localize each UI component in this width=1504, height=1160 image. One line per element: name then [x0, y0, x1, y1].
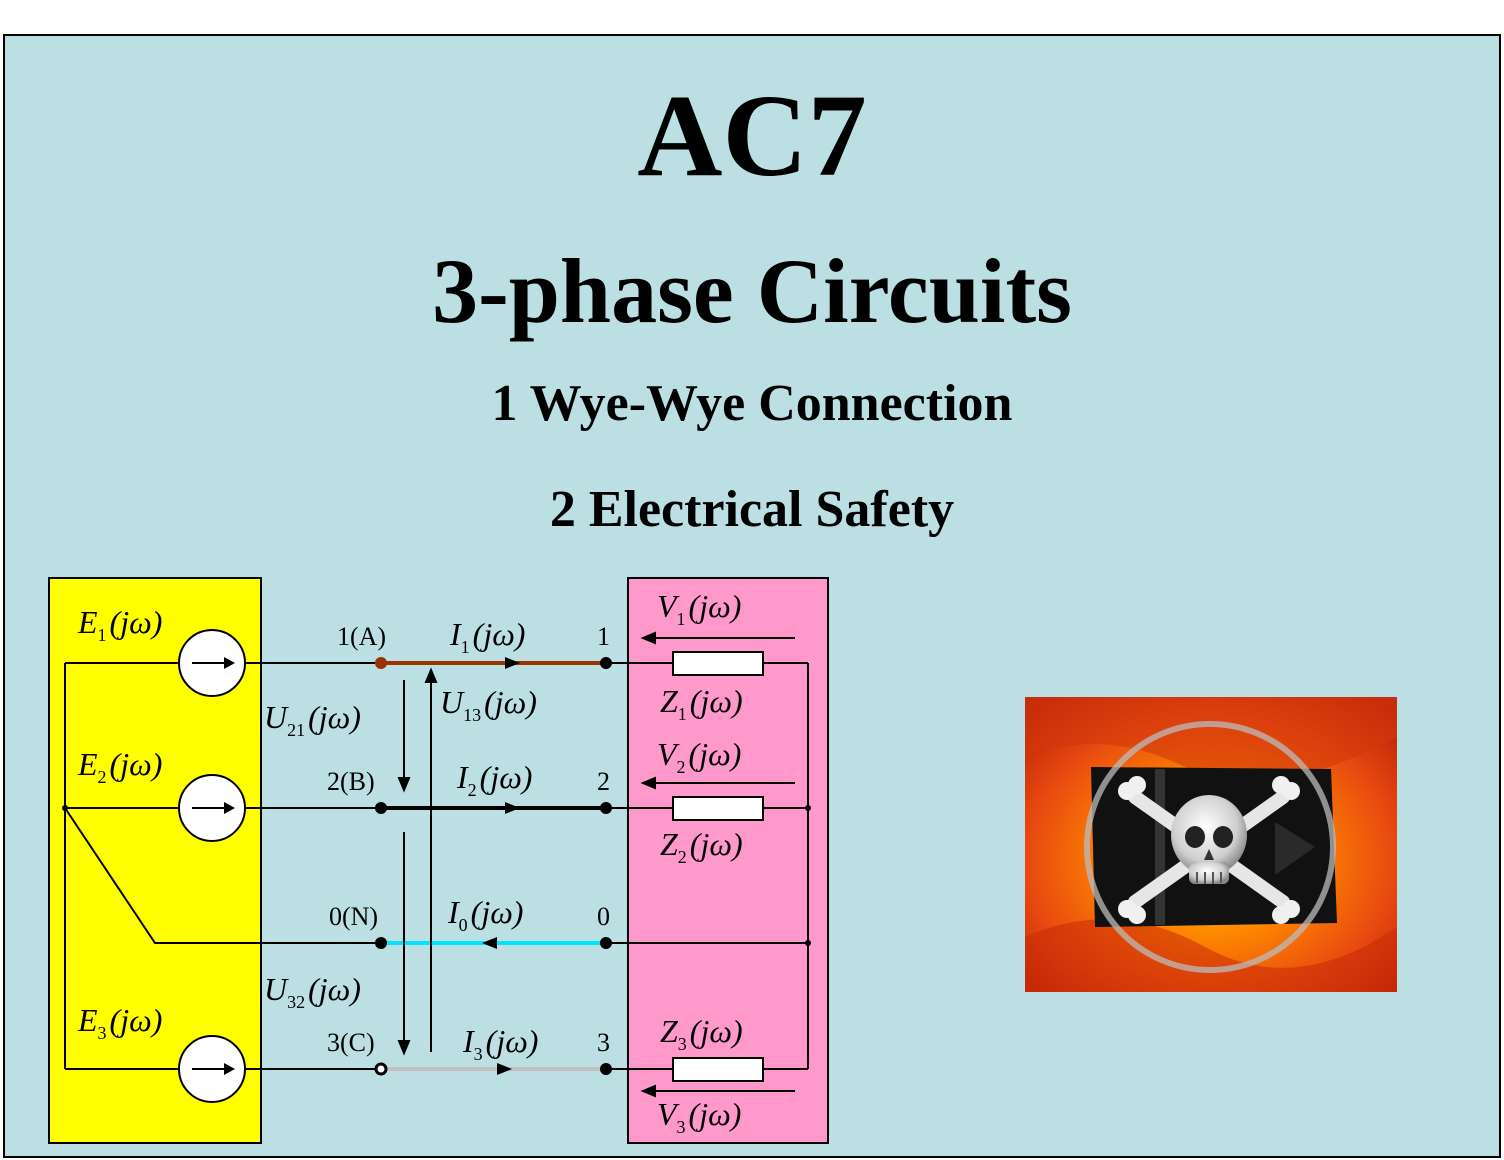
symbol-i2: I2(jω) — [456, 759, 532, 800]
label-node-1: 1 — [597, 622, 610, 651]
source-wiring — [64, 662, 381, 1070]
label-node-3: 3 — [597, 1028, 610, 1057]
impedance-z3 — [672, 1057, 764, 1082]
symbol-z1: Z1(jω) — [660, 683, 743, 724]
svg-text:Z2(jω): Z2(jω) — [660, 826, 743, 867]
svg-text:V3(jω): V3(jω) — [657, 1096, 741, 1137]
i3-arrowhead — [497, 1063, 512, 1075]
symbol-i1: I1(jω) — [449, 616, 525, 657]
impedance-z1 — [672, 651, 764, 676]
skull-crossbones-icon — [1118, 776, 1300, 924]
i0-arrowhead — [482, 937, 497, 949]
slide-subtitle: 3-phase Circuits — [432, 240, 1072, 342]
node-0n — [375, 937, 387, 949]
symbol-v1: V1(jω) — [657, 588, 741, 629]
svg-text:E3(jω): E3(jω) — [77, 1002, 162, 1043]
symbol-i0: I0(jω) — [447, 894, 523, 935]
label-node-2: 2 — [597, 767, 610, 796]
source-e2 — [178, 774, 246, 842]
symbol-i3: I3(jω) — [462, 1023, 538, 1064]
symbol-e1: E1(jω) — [77, 604, 162, 645]
label-3c: 3(C) — [327, 1028, 375, 1057]
svg-text:V1(jω): V1(jω) — [657, 588, 741, 629]
svg-text:U32(jω): U32(jω) — [264, 971, 361, 1012]
load-junction-0 — [805, 940, 811, 946]
symbol-e2: E2(jω) — [77, 746, 162, 787]
source-e1 — [178, 629, 246, 697]
impedance-z2 — [672, 796, 764, 821]
node-2b — [375, 802, 387, 814]
electrical-danger-image — [1025, 697, 1397, 992]
svg-text:I1(jω): I1(jω) — [449, 616, 525, 657]
svg-text:E1(jω): E1(jω) — [77, 604, 162, 645]
symbol-u32: U32(jω) — [264, 971, 361, 1012]
svg-text:I3(jω): I3(jω) — [462, 1023, 538, 1064]
symbol-z3: Z3(jω) — [660, 1013, 743, 1054]
svg-text:I2(jω): I2(jω) — [456, 759, 532, 800]
topic-item-1: 1 Wye-Wye Connection — [491, 375, 1013, 432]
ring-outline — [1084, 721, 1336, 973]
symbol-v3: V3(jω) — [657, 1096, 741, 1137]
symbol-e3: E3(jω) — [77, 1002, 162, 1043]
node-1a — [375, 657, 387, 669]
svg-text:U21(jω): U21(jω) — [264, 699, 361, 740]
symbol-u13: U13(jω) — [440, 684, 537, 725]
symbol-z2: Z2(jω) — [660, 826, 743, 867]
svg-text:E2(jω): E2(jω) — [77, 746, 162, 787]
node-1 — [600, 657, 612, 669]
current-arrows — [482, 657, 520, 1075]
slide-title: AC7 — [637, 70, 867, 201]
node-2 — [600, 802, 612, 814]
load-junction-2 — [805, 805, 811, 811]
node-3 — [600, 1063, 612, 1075]
label-node-0: 0 — [597, 902, 610, 931]
node-3c — [374, 1062, 388, 1076]
i2-arrowhead — [505, 802, 520, 814]
label-1a: 1(A) — [337, 622, 386, 651]
label-2b: 2(B) — [327, 767, 375, 796]
symbol-v2: V2(jω) — [657, 736, 741, 777]
i1-arrowhead — [505, 657, 520, 669]
svg-text:V2(jω): V2(jω) — [657, 736, 741, 777]
symbol-u21: U21(jω) — [264, 699, 361, 740]
svg-text:Z1(jω): Z1(jω) — [660, 683, 743, 724]
source-e3 — [178, 1035, 246, 1103]
label-0n: 0(N) — [329, 902, 378, 931]
svg-text:Z3(jω): Z3(jω) — [660, 1013, 743, 1054]
svg-text:U13(jω): U13(jω) — [440, 684, 537, 725]
topic-item-2: 2 Electrical Safety — [549, 481, 955, 538]
svg-text:I0(jω): I0(jω) — [447, 894, 523, 935]
node-0 — [600, 937, 612, 949]
source-star-junction — [62, 805, 68, 811]
